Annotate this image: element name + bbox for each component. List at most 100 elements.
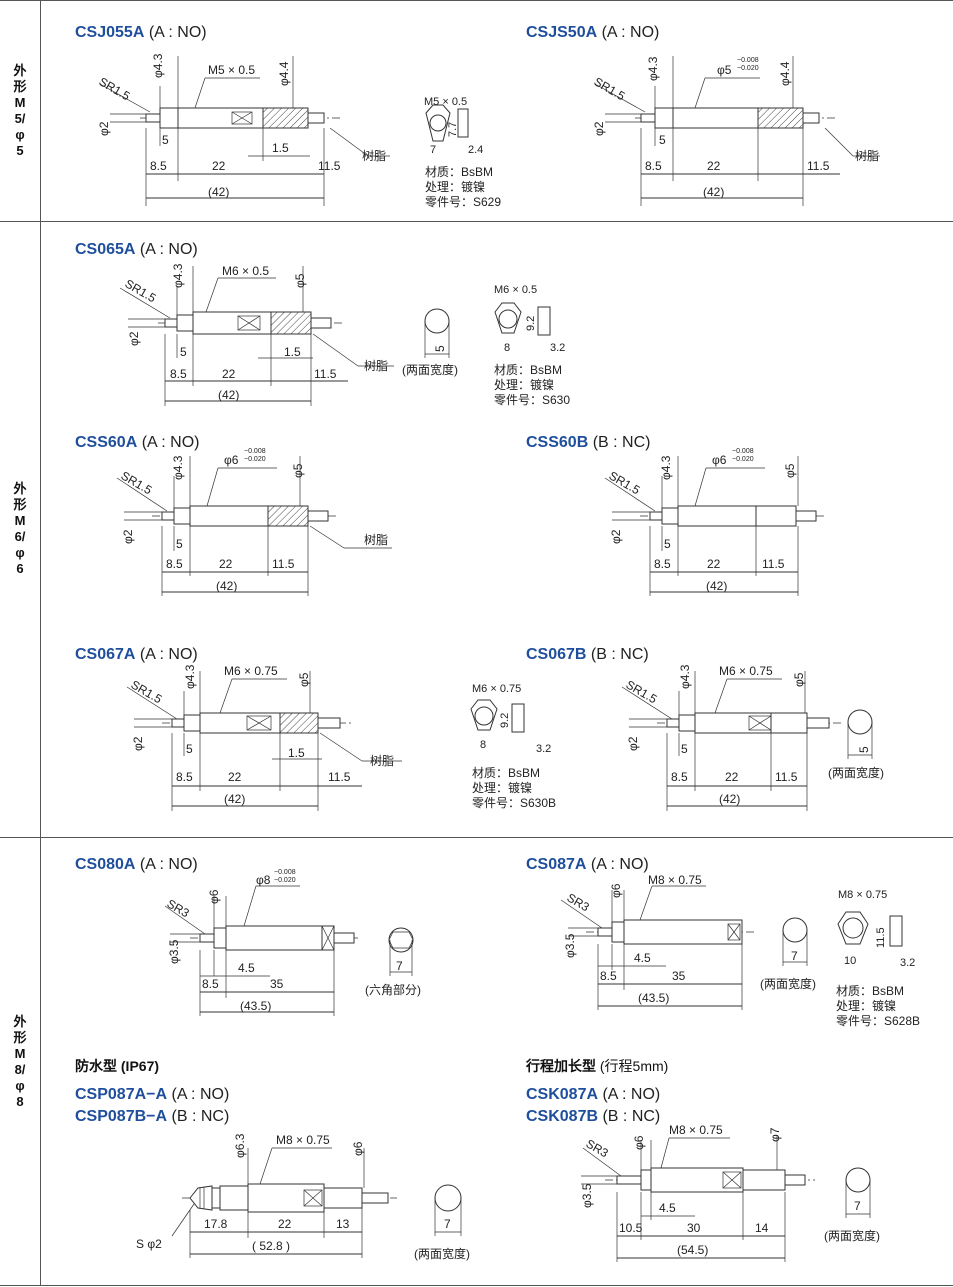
nut-thread: M5 × 0.5 [424,96,467,108]
dim-thread: M5 × 0.5 [208,63,255,77]
dim-14: 14 [755,1221,769,1235]
model-code: CS065A [75,241,136,258]
dim-11-5: 11.5 [775,770,798,784]
contact-type: (B : NC) [167,1108,230,1125]
tol-lower: −0.020 [274,877,296,884]
nut-height: 9.2 [525,316,537,331]
nut-thickness: 3.2 [900,957,915,969]
dim-8-5: 8.5 [170,367,187,381]
group-label-cell: 外形M6/φ6 [0,221,41,837]
contact-type: (B : NC) [598,1108,661,1125]
dim-total: (43.5) [240,999,271,1013]
model-code: CS067A [75,646,136,663]
drawing-csj055a: φ4.3 φ4.4 φ2 SR1.5 M5 × 0.5 5 1.5 8.5 22… [97,53,390,206]
dim-total: (42) [224,792,245,806]
dim-total: (42) [706,579,727,593]
dim-dia1: φ6 [207,889,221,904]
nut-height: 11.5 [875,927,887,948]
dim-sr: SR1.5 [607,468,643,497]
model-heading: CS087A (A : NO) [526,856,649,874]
contact-type: (A : NO) [137,434,200,451]
dim-8-5: 8.5 [166,557,183,571]
dim-30: 30 [687,1221,701,1235]
dim-total: (42) [216,579,237,593]
treatment: 处理：镀镍 [472,781,533,795]
section-subtitle: 行程加长型 (行程5mm) [526,1056,668,1076]
treatment: 处理：镀镍 [494,378,555,392]
dim-4-5: 4.5 [238,961,255,975]
dim-8-5: 8.5 [600,969,617,983]
dim-dia: φ4.3 [171,263,185,288]
body [177,107,264,129]
part-number: 零件号：S629 [425,195,502,209]
tol-lower: −0.020 [732,456,754,463]
drawing-csp087: φ6.3 φ6 M8 × 0.75 S φ2 17.8 22 13 ( 52.8… [136,1133,397,1258]
flats-value: 5 [857,746,871,753]
contact-type: (A : NO) [167,1086,230,1103]
group-m5: 外形M5/φ5 CSJ055A (A : NO) φ4.3 φ4.4 [0,0,953,222]
group-label-cell: 外形M5/φ5 [0,1,41,221]
model-code: CS067B [526,646,587,663]
model-heading: CSK087A (A : NO) [526,1086,660,1104]
dim-total: ( 52.8 ) [252,1239,290,1253]
nut-thickness: 3.2 [536,743,551,755]
dim-35: 35 [270,977,284,991]
treatment: 处理：镀镍 [425,180,486,194]
contact-type: (A : NO) [135,646,198,663]
dim-tip: φ2 [127,331,141,346]
model-code: CSK087B [526,1108,599,1125]
resin-label: 树脂 [364,358,388,373]
group-label: 外形M6/φ6 [13,481,27,576]
drawing-css60a: φ4.3 φ5 φ2 SR1.5 φ6 −0.008 −0.020 5 8.5 … [116,448,392,596]
dim-dia2: φ5 [291,463,305,478]
contact-type: (A : NO) [597,24,660,41]
contact-type: (B : NC) [588,434,651,451]
group-m6: 外形M6/φ6 CS065A (A : NO) φ4.3 φ5 [0,221,953,838]
dim-22: 22 [725,770,739,784]
hex-nut-front [837,911,869,945]
dim-22: 22 [228,770,242,784]
model-heading: CSP087B−A (B : NC) [75,1108,229,1126]
nut-thread: M6 × 0.5 [494,284,537,296]
contact-type: (A : NO) [144,24,207,41]
dim-dia: φ5 [717,63,732,77]
dim-tip: φ2 [97,121,111,136]
model-code: CS080A [75,856,136,873]
dim-11-5: 11.5 [318,159,341,173]
contact-type: (A : NO) [598,1086,661,1103]
dim-sr: SR1.5 [119,468,155,497]
dim-22: 22 [219,557,233,571]
flats-value: 7 [791,949,798,963]
flats-note: (两面宽度) [414,1246,470,1261]
dim-5: 5 [681,742,688,756]
drawing-cs087a: φ6 φ3.5 SR3 M8 × 0.75 4.5 8.5 35 (43.5) [560,873,756,1010]
group-label-cell: 外形M8/φ8 [0,838,41,1285]
flats-value: 5 [433,345,447,352]
flats-note: (两面宽度) [828,765,884,780]
dim-tip: φ2 [592,121,606,136]
dim-dia1: φ4.3 [171,455,185,480]
dim-tip: φ2 [609,529,623,544]
group-m8: 外形M8/φ8 CS080A (A : NO) φ6 φ3.5 SR3 φ8 −… [0,838,953,1286]
nut-thread: M8 × 0.75 [838,889,887,901]
contact-type: (A : NO) [586,856,649,873]
dim-dia: φ8 [256,873,271,887]
flats-value: 7 [396,959,403,973]
model-code: CSP087A−A [75,1086,168,1103]
dim-dia: φ6 [224,453,239,467]
nut-drawing-s630b: M6 × 0.75 8 9.2 3.2 [470,683,551,755]
dim-sr: SR3 [565,890,592,914]
hex-nut-front [425,104,451,142]
dim-tip: φ2 [626,736,640,751]
dim-8-5: 8.5 [671,770,688,784]
nut-height: 7.7 [447,122,459,137]
resin-label: 树脂 [362,148,386,163]
model-code: CSS60A [75,434,138,451]
dim-5: 5 [664,537,671,551]
dim-total: (43.5) [638,991,669,1005]
hex-mark [231,111,253,125]
dim-dia: φ6 [712,453,727,467]
resin-part [270,311,312,335]
dim-thread: M8 × 0.75 [276,1133,330,1147]
